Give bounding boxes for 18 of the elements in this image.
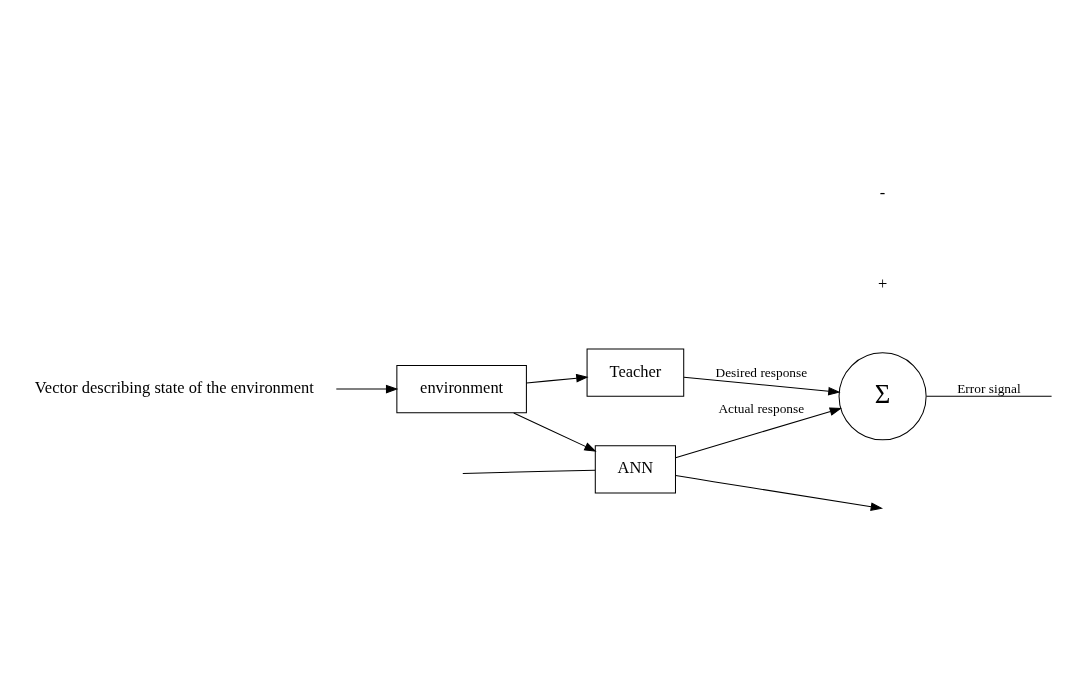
arrow	[335, 384, 399, 394]
node-box: ANN	[594, 445, 676, 494]
label: -	[879, 182, 886, 202]
node-text: Vector describing state of the environment	[34, 378, 314, 398]
node-box: Teacher	[586, 348, 685, 397]
arrow	[513, 412, 597, 452]
connector	[462, 469, 596, 474]
arrow	[683, 376, 841, 396]
edge-label: Error signal	[957, 380, 1021, 396]
node-circle: Σ	[838, 352, 927, 441]
connector	[925, 395, 1053, 397]
arrow	[675, 475, 884, 511]
edge-label: Desired response	[715, 365, 808, 381]
arrow	[675, 407, 843, 459]
arrow	[526, 373, 589, 384]
node-box: environment	[396, 364, 527, 414]
label: +	[877, 274, 888, 294]
edge-label: Actual response	[718, 401, 805, 417]
